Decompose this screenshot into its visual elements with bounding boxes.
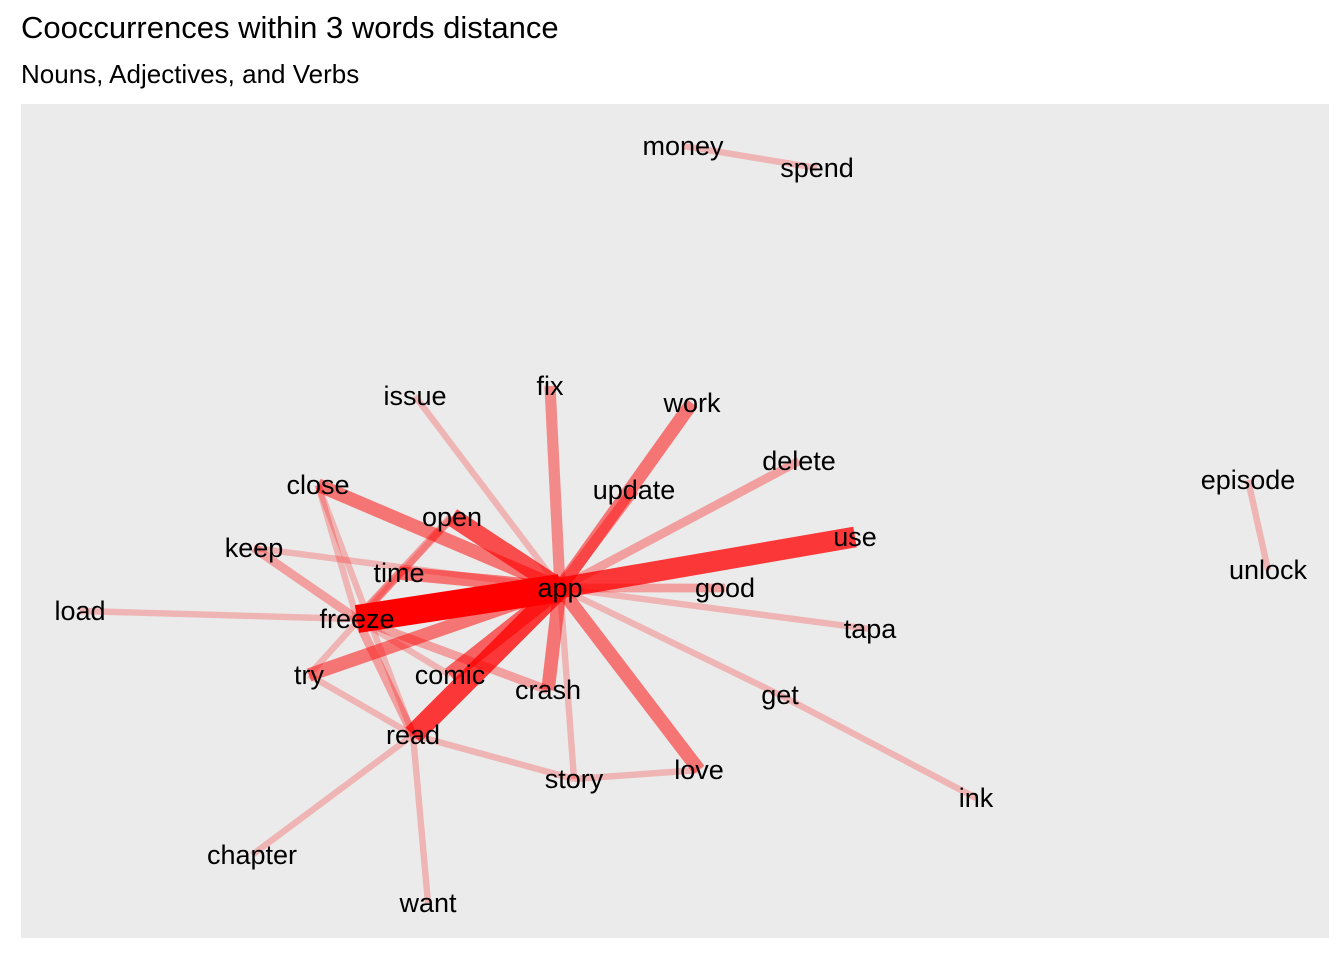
node-label-tapa: tapa: [844, 614, 898, 644]
edge-freeze-crash: [355, 614, 550, 695]
node-label-freeze: freeze: [319, 604, 394, 634]
edge-freeze-load: [79, 607, 358, 623]
edge-story-love: [573, 766, 700, 783]
edge-app-delete: [557, 457, 802, 592]
node-label-money: money: [642, 131, 724, 161]
edge-try-open: [306, 514, 455, 678]
edge-freeze-read: [353, 617, 417, 737]
edge-app-close: [315, 478, 563, 595]
node-label-want: want: [398, 888, 457, 918]
label-layer: money spend issue fix work delete update episod…: [54, 131, 1307, 918]
edge-read-try: [307, 672, 415, 738]
edge-app-love: [554, 583, 705, 775]
node-label-comic: comic: [415, 660, 486, 690]
edge-app-update: [555, 486, 639, 592]
edge-close-read: [315, 483, 416, 737]
node-label-time: time: [373, 558, 424, 588]
node-label-ink: ink: [959, 783, 994, 813]
node-label-load: load: [54, 596, 105, 626]
node-label-keep: keep: [225, 533, 284, 563]
node-label-update: update: [593, 475, 676, 505]
node-label-love: love: [674, 755, 724, 785]
edge-app-issue: [412, 394, 563, 590]
edge-app-get: [558, 585, 782, 698]
node-label-read: read: [386, 720, 440, 750]
edge-money-spend: [682, 142, 818, 172]
edge-app-keep: [253, 544, 561, 592]
node-label-use: use: [833, 522, 877, 552]
node-label-fix: fix: [537, 371, 565, 401]
edge-app-comic: [445, 581, 565, 682]
edge-app-tapa: [559, 584, 871, 633]
node-label-close: close: [286, 470, 349, 500]
edge-app-fix: [544, 385, 566, 589]
chart-title: Cooccurrences within 3 words distance: [21, 10, 559, 45]
node-label-spend: spend: [780, 153, 854, 183]
edge-close-freeze: [314, 484, 361, 620]
node-label-delete: delete: [762, 446, 836, 476]
node-label-crash: crash: [515, 675, 581, 705]
edge-app-try: [306, 581, 563, 682]
edge-read-story: [412, 731, 575, 783]
edge-episode-unlock: [1244, 479, 1272, 571]
node-label-issue: issue: [383, 381, 446, 411]
node-label-open: open: [422, 502, 482, 532]
edge-get-ink: [778, 692, 978, 801]
node-label-get: get: [761, 680, 799, 710]
edge-app-story: [556, 587, 578, 780]
edge-app-work: [554, 399, 698, 592]
edge-app-time: [398, 566, 561, 595]
edge-freeze-comic: [355, 616, 452, 678]
edge-read-want: [409, 734, 432, 904]
edge-app-use: [558, 526, 857, 599]
edge-read-chapter: [250, 732, 415, 858]
edge-freeze-open: [353, 514, 456, 622]
edge-app-crash: [541, 587, 567, 691]
node-label-try: try: [294, 660, 324, 690]
edge-layer: [79, 142, 1272, 904]
node-label-episode: episode: [1201, 465, 1296, 495]
node-label-unlock: unlock: [1229, 555, 1308, 585]
node-label-app: app: [537, 573, 582, 603]
node-label-good: good: [695, 573, 755, 603]
chart-subtitle: Nouns, Adjectives, and Verbs: [21, 59, 360, 89]
edge-freeze-keep: [251, 544, 360, 623]
plot-panel: [21, 104, 1329, 938]
edge-freeze-time: [354, 570, 402, 622]
node-label-work: work: [662, 388, 721, 418]
node-label-story: story: [545, 764, 604, 794]
node-label-chapter: chapter: [207, 840, 297, 870]
